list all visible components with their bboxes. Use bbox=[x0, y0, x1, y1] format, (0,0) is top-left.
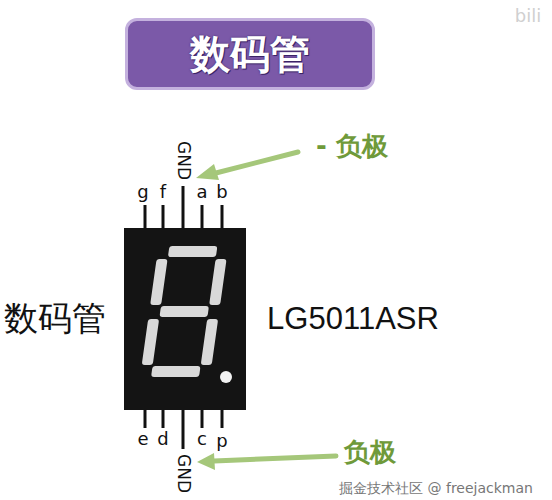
pin-name: f bbox=[160, 183, 166, 201]
watermark: bili bbox=[515, 7, 541, 25]
pin-name: c bbox=[197, 430, 207, 448]
display-body bbox=[124, 228, 246, 410]
pin-name: a bbox=[196, 183, 207, 201]
pin-name: GND bbox=[174, 454, 191, 493]
pin-name: e bbox=[137, 430, 148, 448]
title-box: 数码管 bbox=[125, 18, 375, 90]
callout-label: - 负极 bbox=[316, 133, 388, 159]
decimal-point bbox=[220, 371, 232, 383]
title-text: 数码管 bbox=[190, 27, 310, 82]
callout-label: 负极 bbox=[344, 439, 396, 465]
pin-name: b bbox=[216, 183, 227, 201]
pin-name: p bbox=[216, 432, 227, 450]
pin-name: d bbox=[157, 430, 168, 448]
watermark: 掘金技术社区 @ freejackman bbox=[339, 481, 533, 495]
part-number: LG5011ASR bbox=[267, 303, 439, 334]
segments bbox=[140, 246, 228, 377]
side-label: 数码管 bbox=[4, 301, 106, 335]
pin-name: GND bbox=[174, 141, 191, 180]
pin-name: g bbox=[137, 183, 148, 201]
